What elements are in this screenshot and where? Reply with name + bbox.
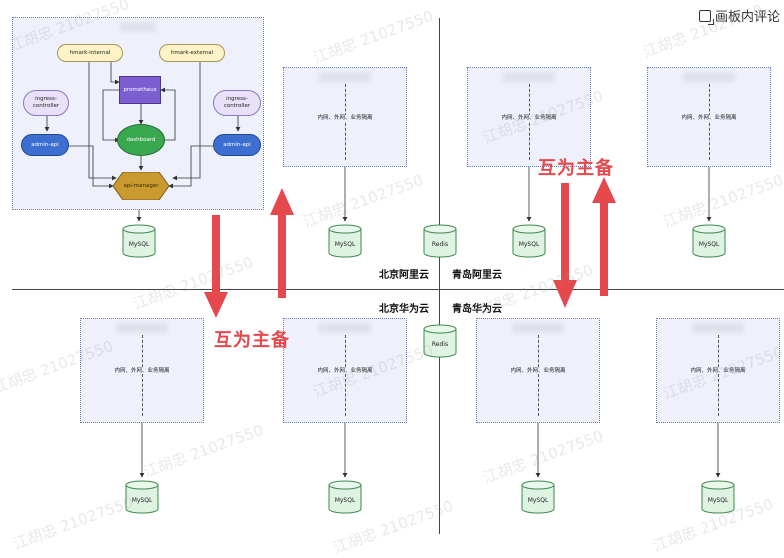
hmark-external-label: hmark-external xyxy=(170,49,214,56)
service-box-bottom-2: 内网、外网、业务隔离 xyxy=(283,318,407,423)
box-dashed-line xyxy=(142,335,143,416)
blurred-title xyxy=(692,323,744,333)
box-caption: 内网、外网、业务隔离 xyxy=(315,368,375,374)
gateway-connectors xyxy=(44,62,241,189)
mysql-cylinder-bottom-4: MySQL xyxy=(701,480,735,514)
admin-api-right-label: admin-api xyxy=(223,141,251,148)
api-manager-node: api-manager xyxy=(113,172,169,200)
box-dashed-line xyxy=(345,84,346,160)
box-dashed-line xyxy=(529,84,530,160)
hmark-internal-label: hmark-internal xyxy=(69,49,111,56)
box-dashed-line xyxy=(718,335,719,416)
blurred-title xyxy=(120,22,156,32)
horizontal-divider xyxy=(12,289,784,290)
service-box-bottom-3: 内网、外网、业务隔离 xyxy=(476,318,600,423)
mysql-cylinder-top-2: MySQL xyxy=(328,224,362,258)
arrow-up-right xyxy=(592,177,616,296)
mysql-label: MySQL xyxy=(518,241,540,248)
redis-cylinder-bottom: Redis xyxy=(423,324,457,358)
box-caption: 内网、外网、业务隔离 xyxy=(508,368,568,374)
mysql-label: MySQL xyxy=(334,241,356,248)
admin-api-left-label: admin-api xyxy=(31,141,59,148)
hmark-internal-node: hmark-internal xyxy=(57,44,123,62)
ingress-controller-left-node: ingress-controller xyxy=(23,90,69,116)
prometheus-node: prometheus xyxy=(119,76,161,104)
box-caption: 内网、外网、业务隔离 xyxy=(679,115,739,121)
arrow-up-left xyxy=(270,188,294,298)
mysql-label: MySQL xyxy=(707,497,729,504)
service-box-top-qingdao-1: 内网、外网、业务隔离 xyxy=(467,67,591,167)
blurred-title xyxy=(503,72,555,82)
mutual-backup-label-left: 互为主备 xyxy=(214,330,290,351)
mysql-cylinder-bottom-3: MySQL xyxy=(521,480,555,514)
arrow-down-left xyxy=(204,215,228,318)
vertical-divider xyxy=(439,18,440,534)
dashboard-label: dashboard xyxy=(126,136,156,143)
ingress-controller-right-node: ingress-controller xyxy=(213,90,261,116)
region-label-qingdao-aliyun: 青岛阿里云 xyxy=(452,270,502,281)
mysql-cylinder-top-3: MySQL xyxy=(512,224,546,258)
mysql-label: MySQL xyxy=(128,241,150,248)
box-caption: 内网、外网、业务隔离 xyxy=(688,368,748,374)
blurred-title xyxy=(683,72,735,82)
watermark: 江胡忠 21027550 xyxy=(130,252,256,313)
mysql-cylinder-bottom-1: MySQL xyxy=(125,480,159,514)
redis-label: Redis xyxy=(431,341,449,348)
watermark: 江胡忠 21027550 xyxy=(660,170,784,231)
admin-api-right-node: admin-api xyxy=(213,134,261,156)
watermark: 江胡忠 21027550 xyxy=(140,420,266,481)
api-manager-label: api-manager xyxy=(123,182,159,189)
watermark: 江胡忠 21027550 xyxy=(300,170,426,231)
blurred-title xyxy=(319,72,371,82)
comment-in-board-label: 画板内评论 xyxy=(714,10,780,25)
blurred-title xyxy=(116,323,168,333)
mysql-label: MySQL xyxy=(527,497,549,504)
region-label-qingdao-huawei: 青岛华为云 xyxy=(452,304,502,315)
box-dashed-line xyxy=(538,335,539,416)
mysql-cylinder-top-4: MySQL xyxy=(692,224,726,258)
region-label-beijing-huawei: 北京华为云 xyxy=(379,304,429,315)
region-label-beijing-aliyun: 北京阿里云 xyxy=(379,270,429,281)
comment-in-board-button[interactable]: 画板内评论 xyxy=(698,6,780,25)
service-box-bottom-4: 内网、外网、业务隔离 xyxy=(656,318,780,423)
blurred-title xyxy=(319,323,371,333)
watermark: 江胡忠 21027550 xyxy=(310,6,436,67)
mysql-label: MySQL xyxy=(698,241,720,248)
service-box-bottom-1: 内网、外网、业务隔离 xyxy=(80,318,204,423)
redis-label: Redis xyxy=(431,241,449,248)
service-box-top-qingdao-2: 内网、外网、业务隔离 xyxy=(647,67,771,167)
prometheus-label: prometheus xyxy=(123,86,157,93)
box-caption: 内网、外网、业务隔离 xyxy=(315,115,375,121)
mysql-label: MySQL xyxy=(334,497,356,504)
watermark: 江胡忠 21027550 xyxy=(480,426,606,487)
comment-icon xyxy=(698,9,714,25)
box-dashed-line xyxy=(345,335,346,416)
box-caption: 内网、外网、业务隔离 xyxy=(112,368,172,374)
box-caption: 内网、外网、业务隔离 xyxy=(499,115,559,121)
dashboard-node: dashboard xyxy=(117,124,165,156)
ingress-controller-left-label: ingress-controller xyxy=(32,96,60,109)
blurred-title xyxy=(512,323,564,333)
mysql-cylinder-bottom-2: MySQL xyxy=(328,480,362,514)
admin-api-left-node: admin-api xyxy=(21,134,69,156)
hmark-external-node: hmark-external xyxy=(159,44,225,62)
gateway-cluster-box: hmark-internal hmark-external prometheus… xyxy=(12,17,264,210)
mutual-backup-label-right: 互为主备 xyxy=(538,158,614,179)
box-dashed-line xyxy=(709,84,710,160)
mysql-label: MySQL xyxy=(131,497,153,504)
watermark: 江胡忠 21027550 xyxy=(10,492,136,553)
mysql-cylinder-top-1: MySQL xyxy=(122,224,156,258)
redis-cylinder-top: Redis xyxy=(423,224,457,258)
ingress-controller-right-label: ingress-controller xyxy=(223,96,251,109)
service-box-top-beijing: 内网、外网、业务隔离 xyxy=(283,67,407,167)
